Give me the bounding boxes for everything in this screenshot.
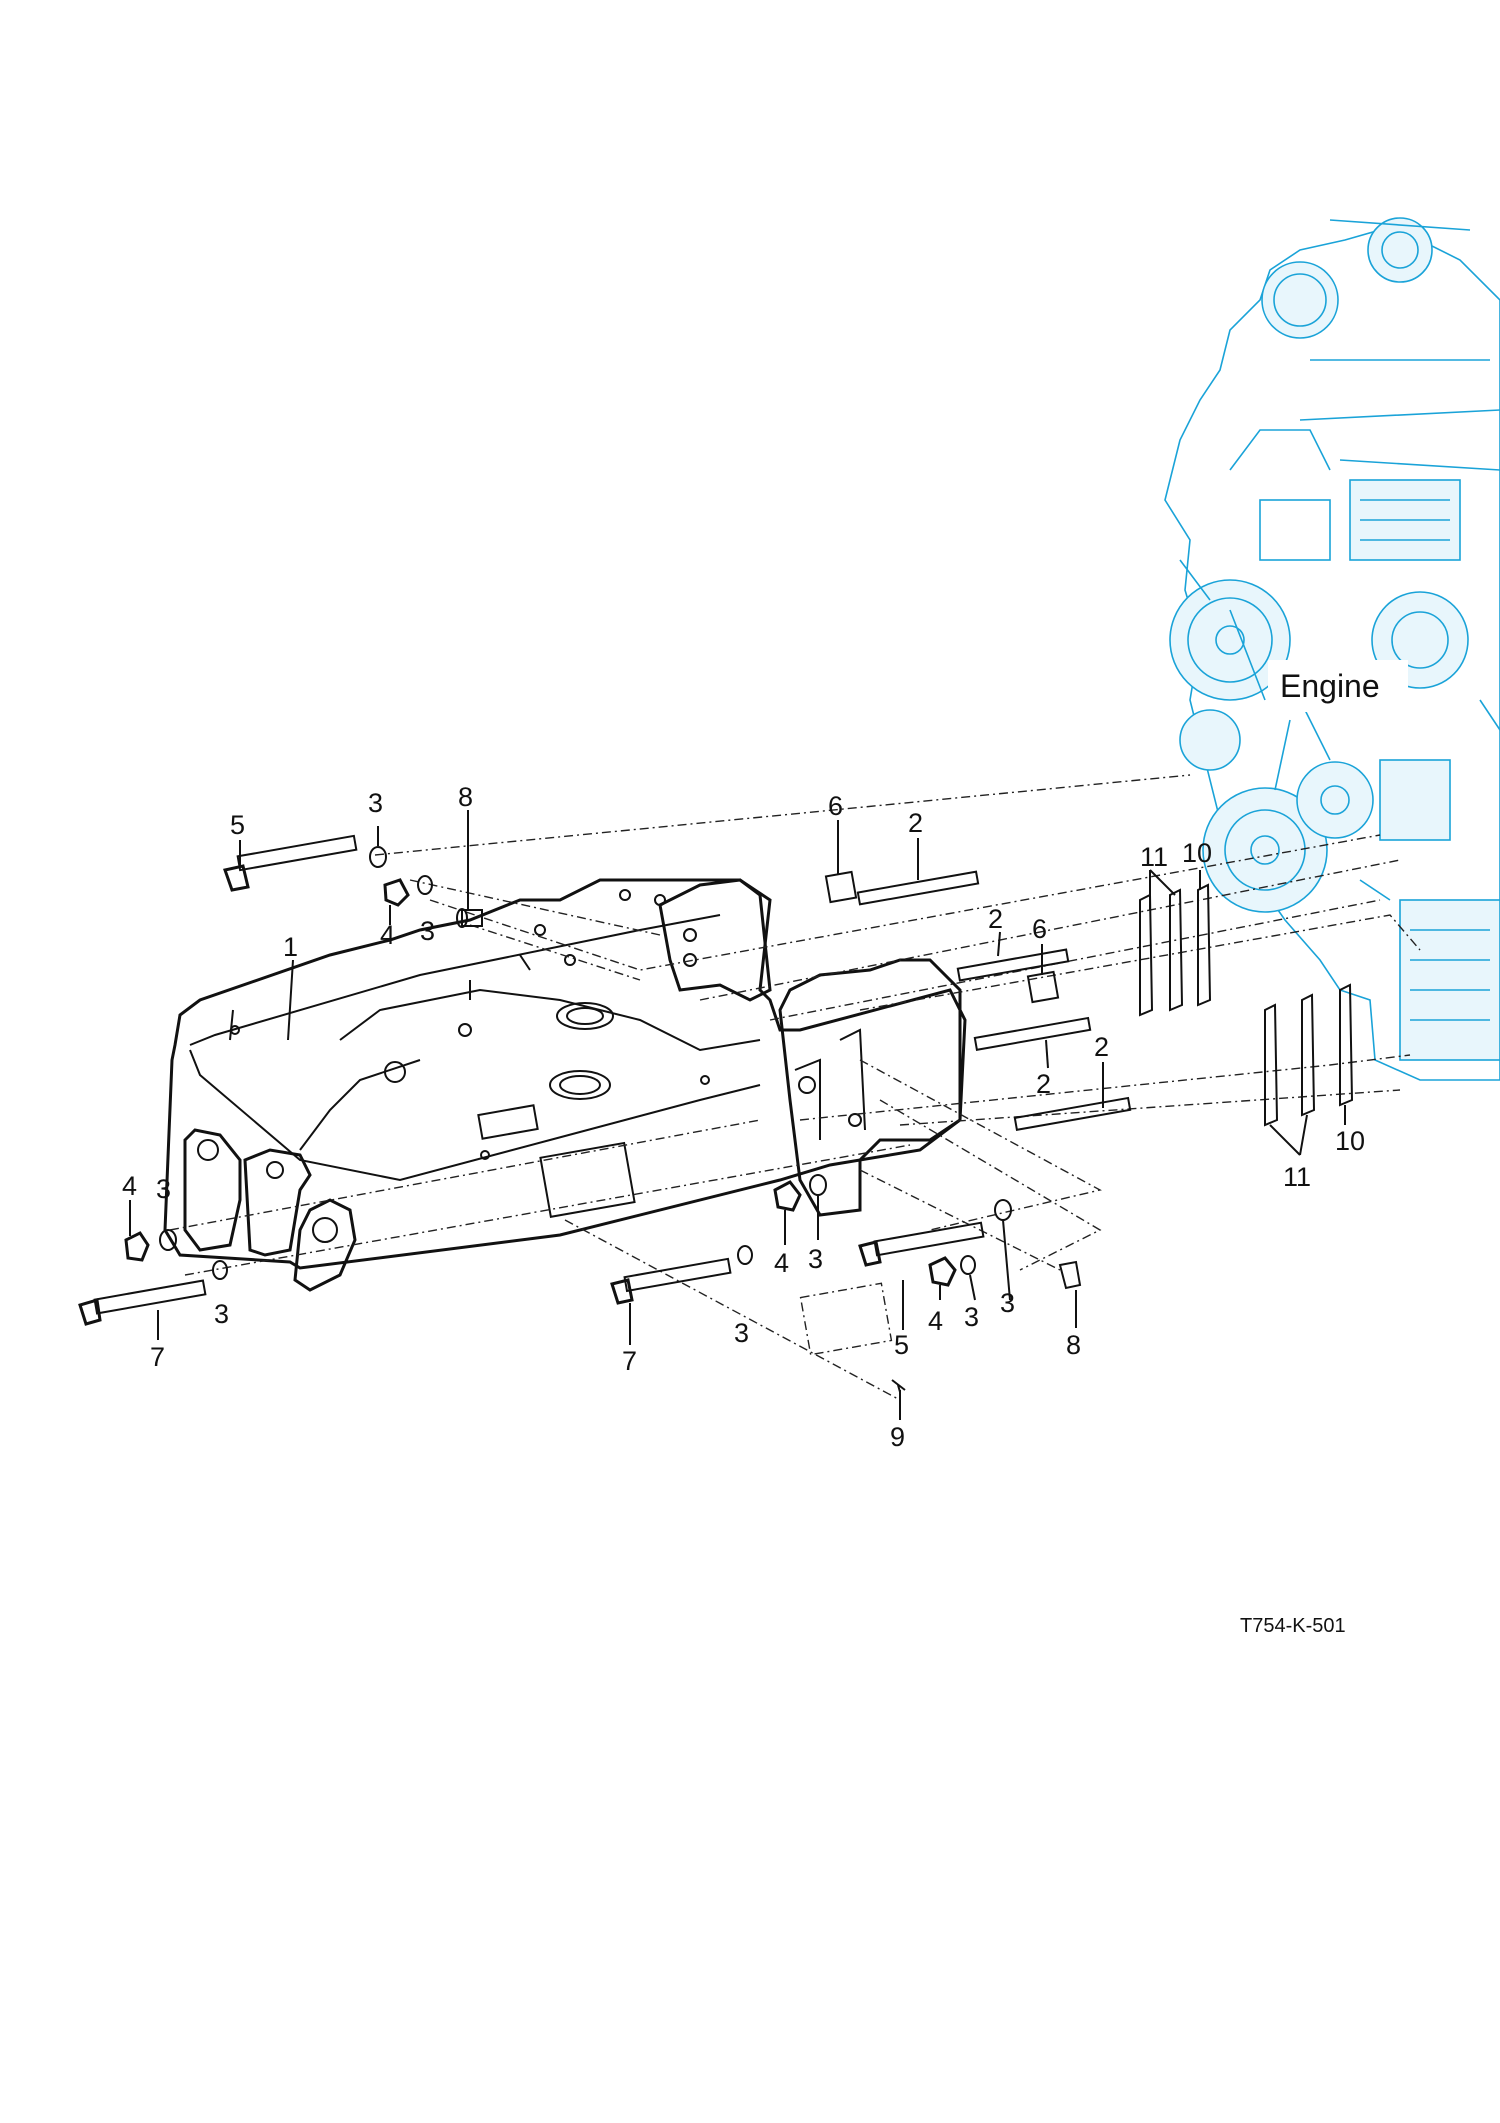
callout-3-top-b: 3 (420, 916, 435, 946)
callout-1: 1 (283, 932, 298, 962)
engine-label: Engine (1280, 668, 1380, 704)
callout-4-right: 4 (928, 1306, 943, 1336)
callout-4-mid: 4 (774, 1248, 789, 1278)
fasteners (78, 834, 1132, 1393)
callout-10-top: 10 (1182, 838, 1212, 868)
callout-11-top: 11 (1140, 842, 1168, 872)
callout-4-left: 4 (122, 1171, 137, 1201)
callout-3-left: 3 (156, 1174, 171, 1204)
callout-8-right: 8 (1066, 1330, 1081, 1360)
callout-3-left-b: 3 (214, 1299, 229, 1329)
callout-9: 9 (890, 1422, 905, 1452)
leader-lines (129, 810, 1104, 1420)
engine-illustration (1164, 217, 1500, 1081)
callout-numbers: 1 5 3 8 4 3 6 2 2 6 2 2 11 10 11 10 4 3 … (122, 782, 1365, 1452)
engine-label-box: Engine (1268, 660, 1408, 712)
callout-2-top: 2 (908, 808, 923, 838)
callout-6-top: 6 (828, 791, 843, 821)
callout-3-right: 3 (964, 1302, 979, 1332)
callout-2-bottom: 2 (1094, 1032, 1109, 1062)
callout-5-top: 5 (230, 810, 245, 840)
callout-10-bottom: 10 (1335, 1126, 1365, 1156)
callout-7-left: 7 (150, 1342, 165, 1372)
callout-4-top: 4 (380, 920, 395, 950)
callout-3-mid: 3 (808, 1244, 823, 1274)
callout-2-mid: 2 (988, 904, 1003, 934)
figure-reference: T754-K-501 (1240, 1615, 1346, 1637)
callout-5-right: 5 (894, 1330, 909, 1360)
callout-7-mid: 7 (622, 1346, 637, 1376)
callout-8-top: 8 (458, 782, 473, 812)
shims (1139, 869, 1354, 1156)
callout-3-top: 3 (368, 788, 383, 818)
callout-6-mid: 6 (1032, 914, 1047, 944)
mounting-frame (163, 878, 967, 1292)
callout-2-low: 2 (1036, 1069, 1051, 1099)
assembly-centerlines (169, 774, 1421, 1401)
callout-11-bottom: 11 (1283, 1162, 1311, 1192)
callout-3-right-b: 3 (1000, 1288, 1015, 1318)
callout-3-mid-b: 3 (734, 1318, 749, 1348)
